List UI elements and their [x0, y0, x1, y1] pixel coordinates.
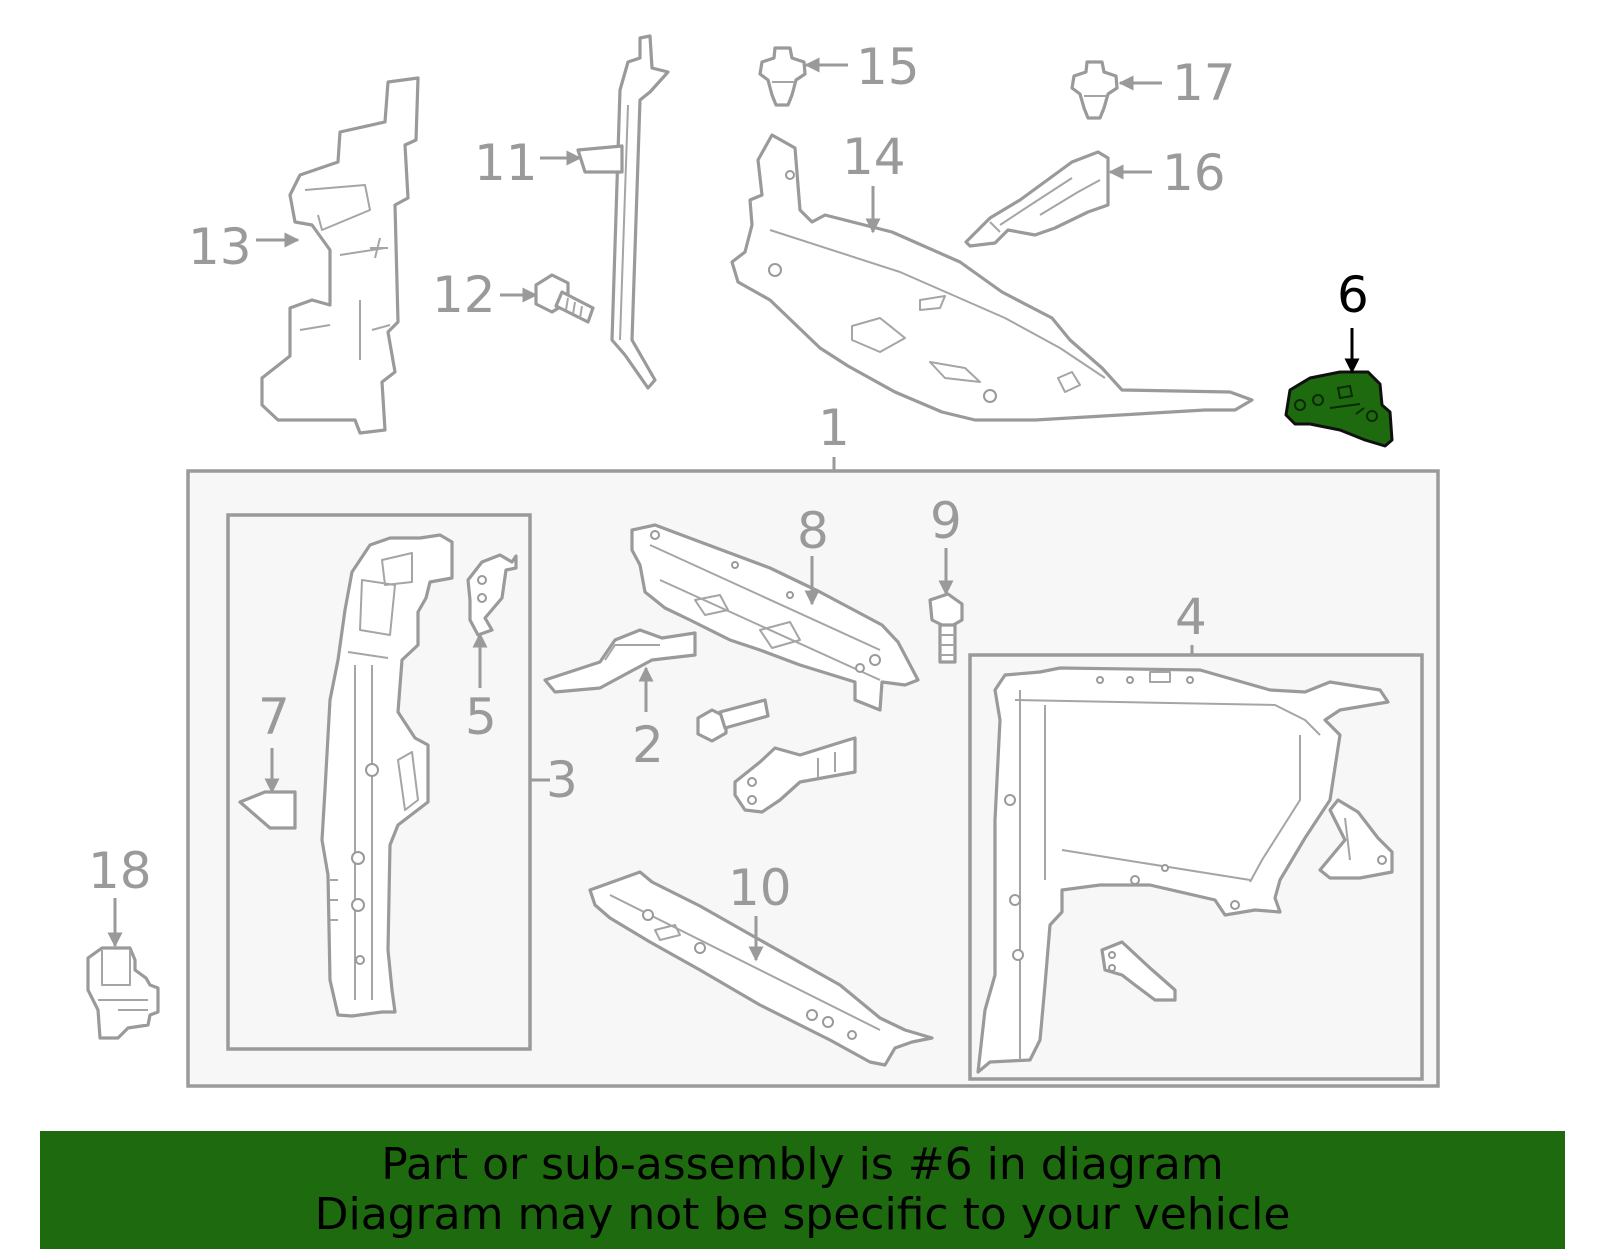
bolt-part — [696, 698, 770, 743]
callout-18: 18 — [88, 842, 152, 900]
part-bracket-4b — [1100, 940, 1177, 1002]
part-6-bracket-highlighted — [1284, 370, 1394, 448]
callout-14: 14 — [842, 128, 906, 186]
callout-2: 2 — [632, 716, 664, 774]
part-17-clip — [1070, 60, 1119, 120]
callout-3: 3 — [546, 751, 578, 809]
callout-4: 4 — [1175, 588, 1207, 646]
callout-7: 7 — [258, 688, 290, 746]
callout-13: 13 — [188, 218, 252, 276]
callout-6: 6 — [1337, 266, 1369, 324]
part-bracket-mid — [733, 736, 857, 814]
callout-16: 16 — [1162, 144, 1226, 202]
part-18-connector — [86, 946, 160, 1040]
part-3-pillar — [320, 533, 454, 1018]
banner-line-disclaimer: Diagram may not be specific to your vehi… — [314, 1189, 1291, 1240]
part-bracket-4a — [1318, 798, 1394, 880]
callout-5: 5 — [465, 688, 497, 746]
part-14-cover — [730, 133, 1254, 422]
callout-17: 17 — [1172, 54, 1236, 112]
part-4-side-frame — [976, 666, 1390, 1074]
part-16-duct — [964, 150, 1110, 248]
callout-15: 15 — [856, 38, 920, 96]
callout-12: 12 — [432, 266, 496, 324]
part-13-air-guide — [260, 76, 420, 435]
part-15-clip — [758, 46, 807, 107]
callout-1: 1 — [818, 399, 850, 457]
part-2-bracket — [543, 628, 697, 694]
part-5-bracket — [466, 553, 518, 637]
callout-10: 10 — [728, 859, 792, 917]
info-banner: Part or sub-assembly is #6 in diagram Di… — [40, 1131, 1565, 1249]
part-12-bolt — [534, 273, 595, 324]
part-11-brace — [576, 34, 670, 390]
part-7-plate — [238, 790, 297, 830]
banner-line-part: Part or sub-assembly is #6 in diagram — [381, 1139, 1224, 1190]
callout-11: 11 — [474, 134, 538, 192]
part-8-crossmember — [630, 523, 920, 712]
callout-9: 9 — [930, 492, 962, 550]
part-10-crossmember — [588, 870, 934, 1067]
callout-8: 8 — [797, 502, 829, 560]
